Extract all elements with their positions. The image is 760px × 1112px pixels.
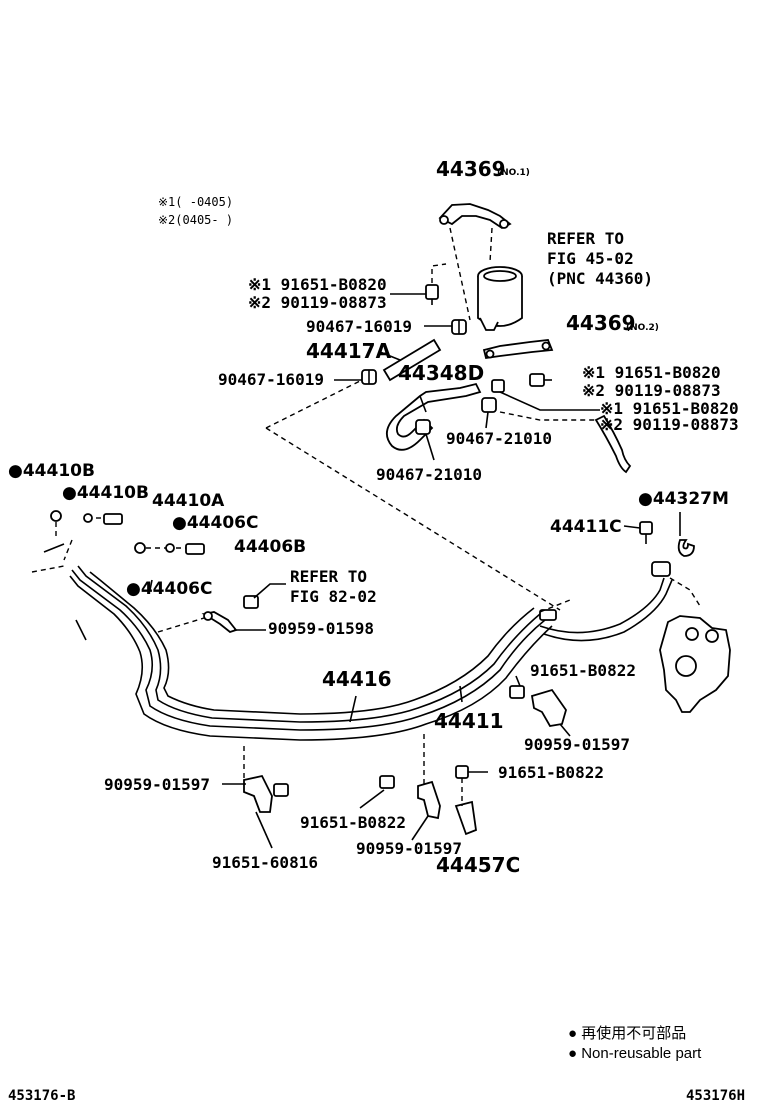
- bracket-44369-no2-drawing: [482, 339, 554, 360]
- refer-to-1: REFER TO: [547, 229, 624, 248]
- bracket-44369-no1-drawing: [438, 203, 512, 230]
- part-44416[interactable]: 44416: [322, 667, 392, 691]
- part-44417a[interactable]: 44417A: [306, 339, 392, 363]
- part-90467-21010-a[interactable]: 90467-21010: [446, 429, 552, 448]
- part-44369-no2-suffix: (NO.2): [626, 323, 659, 333]
- part-44406b[interactable]: 44406B: [234, 537, 306, 557]
- hose-44417a-drawing: [382, 338, 442, 382]
- bolt-drawing-a: [425, 284, 439, 305]
- clamp-drawing-a: [451, 319, 467, 335]
- hose-fitting-90959-01598-drawing: [201, 595, 259, 634]
- part-90959-01597-c[interactable]: 90959-01597: [356, 839, 462, 858]
- part-s1-91651-b0820-a[interactable]: ※1 91651-B0820: [248, 275, 387, 294]
- refer-fig-45-02[interactable]: FIG 45-02: [547, 249, 634, 268]
- power-steering-pump-drawing: [659, 615, 731, 713]
- pipe-44416-drawing: [69, 565, 553, 741]
- part-90467-21010-b[interactable]: 90467-21010: [376, 465, 482, 484]
- clamp-44327m-drawing: [677, 539, 695, 557]
- bolt-drawing-b: [529, 373, 552, 387]
- hose-44348d-drawing: [386, 382, 482, 451]
- part-44348d[interactable]: 44348D: [398, 361, 484, 385]
- return-hose-drawing: [594, 414, 632, 474]
- bolt-drawing-c: [481, 379, 505, 413]
- part-s2-90119-08873-c[interactable]: ※2 90119-08873: [600, 415, 739, 434]
- part-44327m[interactable]: ●44327M: [638, 489, 729, 509]
- part-44411[interactable]: 44411: [434, 709, 504, 733]
- part-44406c-a[interactable]: ●44406C: [172, 513, 258, 533]
- reservoir-drawing: [477, 266, 523, 331]
- part-44411c[interactable]: 44411C: [550, 517, 622, 537]
- part-44410a[interactable]: 44410A: [152, 491, 225, 511]
- legend-non-reusable: ● Non-reusable part: [568, 1045, 702, 1062]
- part-90467-16019-b[interactable]: 90467-16019: [218, 370, 324, 389]
- fitting-44411c-drawing: [639, 521, 653, 544]
- part-44406c-b[interactable]: ●44406C: [126, 579, 212, 599]
- part-44410b-b[interactable]: ●44410B: [62, 483, 149, 503]
- part-91651-b0822-c[interactable]: 91651-B0822: [300, 813, 406, 832]
- refer-to-2: REFER TO: [290, 567, 367, 586]
- footer-code-right: 453176H: [686, 1088, 745, 1104]
- pipe-44411-drawing: [539, 577, 673, 642]
- footer-code-left: 453176-B: [8, 1088, 75, 1104]
- part-44369-no1-suffix: (NO.1): [497, 168, 530, 178]
- bracket-90959-01597-right-drawing: [509, 685, 567, 727]
- note-2: ※2(0405- ): [158, 213, 233, 227]
- part-s1-91651-b0820-b[interactable]: ※1 91651-B0820: [582, 363, 721, 382]
- fittings-left-drawing: [50, 510, 205, 555]
- bracket-90959-01597-left-drawing: [243, 774, 289, 813]
- bracket-90959-01597-center-drawing: [379, 775, 441, 820]
- part-44369-no1[interactable]: 44369: [436, 157, 506, 181]
- part-90959-01597-b[interactable]: 90959-01597: [104, 775, 210, 794]
- bracket-44457c-drawing: [454, 765, 477, 836]
- part-91651-b0822-a[interactable]: 91651-B0822: [530, 661, 636, 680]
- part-91651-60816[interactable]: 91651-60816: [212, 853, 318, 872]
- part-44410b-a[interactable]: ●44410B: [8, 461, 95, 481]
- refer-fig-82-02[interactable]: FIG 82-02: [290, 587, 377, 606]
- part-44369-no2[interactable]: 44369: [566, 311, 636, 335]
- part-44457c[interactable]: 44457C: [436, 853, 520, 877]
- legend-japanese: ● 再使用不可部品: [568, 1025, 686, 1042]
- part-90467-16019-a[interactable]: 90467-16019: [306, 317, 412, 336]
- part-s2-90119-08873-a[interactable]: ※2 90119-08873: [248, 293, 387, 312]
- part-90959-01598[interactable]: 90959-01598: [268, 619, 374, 638]
- part-s2-90119-08873-b[interactable]: ※2 90119-08873: [582, 381, 721, 400]
- part-90959-01597-a[interactable]: 90959-01597: [524, 735, 630, 754]
- clamp-drawing-b: [361, 369, 377, 385]
- part-91651-b0822-b[interactable]: 91651-B0822: [498, 763, 604, 782]
- refer-pnc-44360: (PNC 44360): [547, 269, 653, 288]
- part-s1-91651-b0820-c[interactable]: ※1 91651-B0820: [600, 399, 739, 418]
- note-1: ※1( -0405): [158, 195, 233, 209]
